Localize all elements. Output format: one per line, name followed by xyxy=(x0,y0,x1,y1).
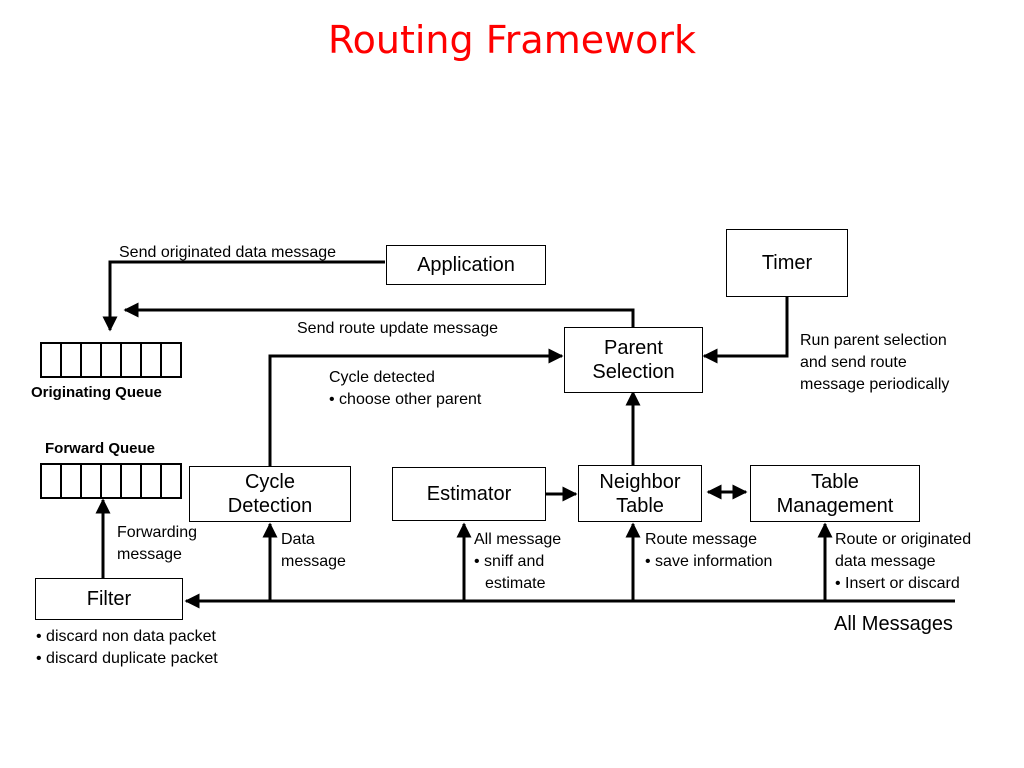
page-title: Routing Framework xyxy=(327,18,697,62)
originating-queue-label: Originating Queue xyxy=(31,384,162,401)
table-management-box: Table Management xyxy=(750,465,920,522)
all-message-label: All message • sniff and estimate xyxy=(474,531,562,593)
parent-selection-box: Parent Selection xyxy=(564,327,703,393)
timer-label: Timer xyxy=(761,252,813,274)
cycle-detection-box: Cycle Detection xyxy=(189,466,351,522)
route-or-originated-label: Route or originated data message • Inser… xyxy=(835,531,972,593)
send-originated-label: Send originated data message xyxy=(119,244,337,261)
timer-note-label: Run parent selection and send route mess… xyxy=(800,332,950,394)
table-management-label-line1: Table xyxy=(811,470,859,493)
cycle-detection-label-line2: Detection xyxy=(227,495,313,517)
timer-box: Timer xyxy=(726,229,848,297)
neighbor-table-label-line2: Table xyxy=(616,494,664,517)
arrow-timer-to-parent xyxy=(702,296,789,364)
arrow-parent-to-originating-queue xyxy=(123,302,635,327)
send-route-update-label: Send route update message xyxy=(297,320,499,337)
data-message-label: Data message xyxy=(281,531,346,571)
cycle-detected-label: Cycle detected • choose other parent xyxy=(329,369,482,409)
table-management-label-line2: Management xyxy=(776,494,894,517)
arrow-cycle-to-parent xyxy=(268,348,564,466)
cycle-detection-label-line1: Cycle xyxy=(244,471,295,493)
route-message-label: Route message • save information xyxy=(645,531,773,571)
parent-selection-label-line1: Parent xyxy=(604,337,663,359)
filter-label: Filter xyxy=(86,588,132,610)
arrow-application-to-originating-queue xyxy=(102,260,385,332)
application-box: Application xyxy=(386,245,546,285)
forward-queue-label: Forward Queue xyxy=(45,440,156,457)
neighbor-table-box: Neighbor Table xyxy=(578,465,702,522)
parent-selection-label-line2: Selection xyxy=(592,361,675,383)
estimator-box: Estimator xyxy=(392,467,546,521)
forwarding-message-label: Forwarding message xyxy=(117,524,198,564)
neighbor-table-label-line1: Neighbor xyxy=(599,470,681,493)
all-messages-label: All Messages xyxy=(834,613,953,635)
filter-notes-label: • discard non data packet • discard dupl… xyxy=(36,628,218,668)
application-label: Application xyxy=(417,254,515,276)
estimator-label: Estimator xyxy=(426,483,512,505)
filter-box: Filter xyxy=(35,578,183,620)
forward-queue xyxy=(40,463,182,499)
originating-queue xyxy=(40,342,182,378)
